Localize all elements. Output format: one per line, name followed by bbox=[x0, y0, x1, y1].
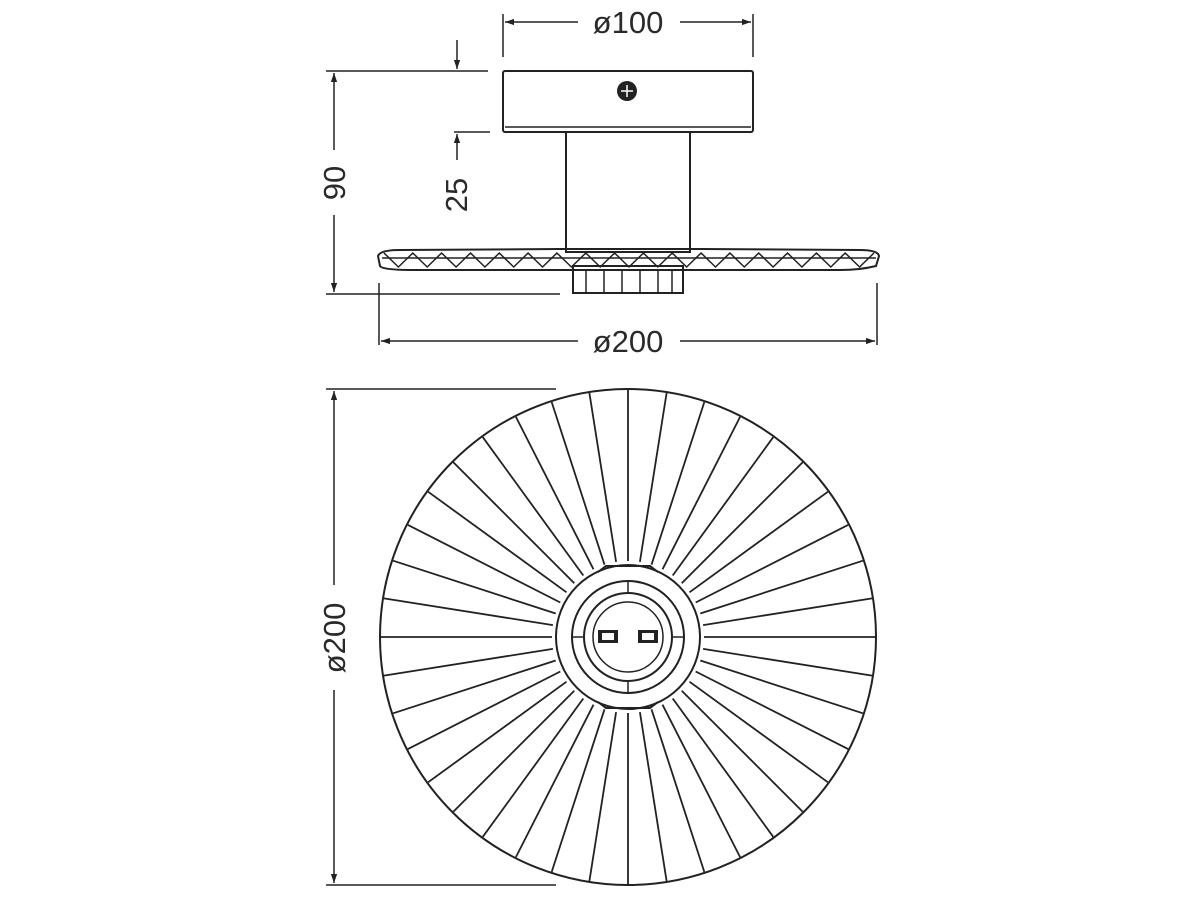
dimension-shade-diameter-side: ø200 bbox=[378, 283, 878, 359]
dimension-base-height: 25 bbox=[439, 40, 490, 212]
shade-rib bbox=[688, 491, 829, 594]
shade-rib bbox=[639, 711, 668, 882]
shade-rib bbox=[383, 648, 554, 677]
shade-rib bbox=[452, 461, 575, 584]
center-socket bbox=[555, 564, 701, 710]
shade-rib bbox=[695, 524, 849, 604]
shade-rib bbox=[407, 670, 561, 750]
shade-rib bbox=[661, 416, 741, 570]
shade-rib bbox=[515, 704, 595, 858]
shade-rib bbox=[588, 392, 617, 563]
front-view: ø200 bbox=[317, 388, 877, 886]
shade-rib bbox=[681, 461, 804, 584]
dimension-top-diameter: ø100 bbox=[502, 5, 754, 57]
shade-rib bbox=[700, 659, 864, 715]
dim-shade-diameter-front-text: ø200 bbox=[317, 603, 352, 674]
shade-rib bbox=[702, 597, 873, 626]
shade-rib bbox=[427, 491, 568, 594]
shade-rib bbox=[515, 416, 595, 570]
shade-rib bbox=[650, 709, 706, 873]
shade-rib bbox=[427, 680, 568, 783]
shade-rib bbox=[482, 697, 585, 838]
shade-rib bbox=[700, 559, 864, 615]
shade-ribs bbox=[381, 390, 875, 884]
side-view: ø100 90 25 ø200 bbox=[317, 5, 881, 359]
dim-total-height-text: 90 bbox=[317, 166, 352, 200]
shade-rib bbox=[550, 709, 606, 873]
shade-rib bbox=[407, 524, 561, 604]
shade-rib bbox=[392, 659, 556, 715]
canopy bbox=[502, 70, 754, 133]
shade-rib bbox=[661, 704, 741, 858]
shade-outline bbox=[379, 388, 877, 886]
shade-rib bbox=[702, 648, 873, 677]
shade-rib bbox=[681, 690, 804, 813]
dim-top-diameter-text: ø100 bbox=[593, 5, 664, 40]
shade-rib bbox=[650, 401, 706, 565]
shade-rib bbox=[482, 436, 585, 577]
shade-rib bbox=[671, 697, 774, 838]
dimension-shade-diameter-front: ø200 bbox=[317, 388, 556, 886]
shade-rib bbox=[383, 597, 554, 626]
shade-rib bbox=[452, 690, 575, 813]
shade-rib bbox=[588, 711, 617, 882]
shade-rib bbox=[671, 436, 774, 577]
shade-rib bbox=[639, 392, 668, 563]
stem bbox=[565, 131, 691, 253]
dimension-total-height: 90 bbox=[317, 70, 560, 295]
dim-shade-diameter-side-text: ø200 bbox=[593, 324, 664, 359]
dim-base-height-text: 25 bbox=[439, 178, 474, 212]
shade-rib bbox=[688, 680, 829, 783]
shade-rib bbox=[550, 401, 606, 565]
shade-rib bbox=[695, 670, 849, 750]
canopy-screw bbox=[617, 81, 637, 101]
shade-rib bbox=[392, 559, 556, 615]
socket-ring bbox=[572, 265, 684, 294]
